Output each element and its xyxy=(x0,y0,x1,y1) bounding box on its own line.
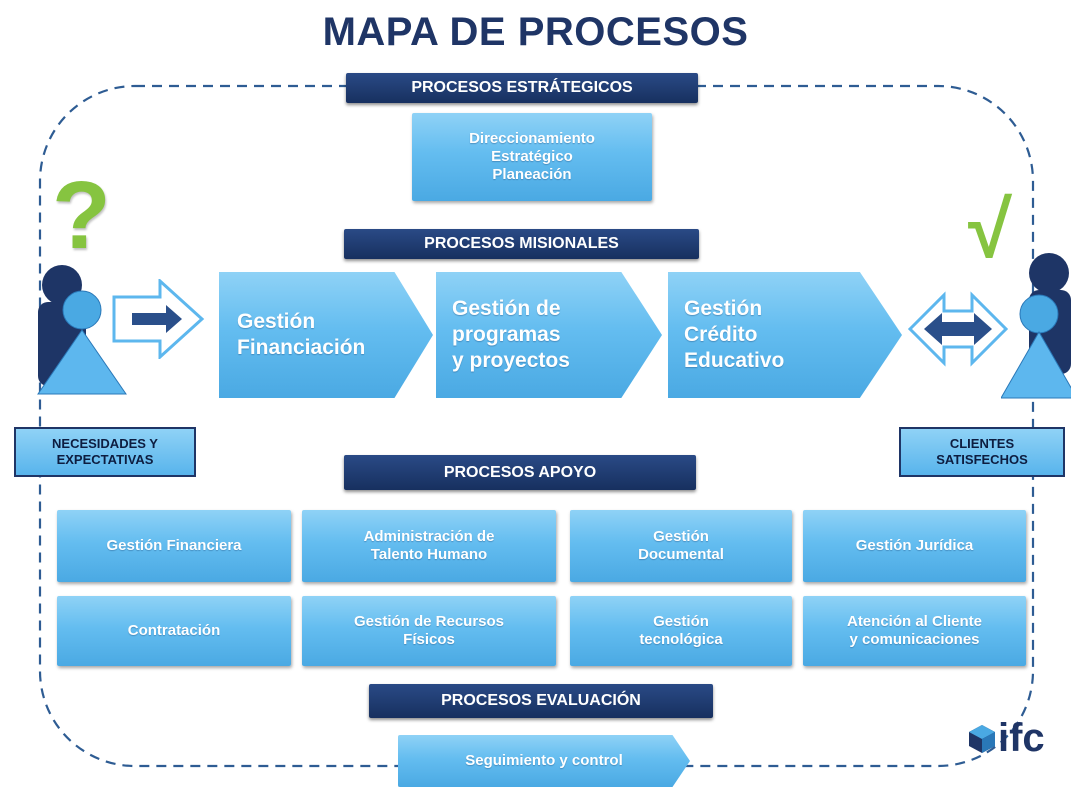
header-apoyo-label: PROCESOS APOYO xyxy=(443,463,597,481)
mision-credito-line3: Educativo xyxy=(684,349,785,373)
label-necesidades-line1: NECESIDADES Y xyxy=(52,435,158,451)
apoyo-talento-line1: Administración de xyxy=(363,528,495,546)
ifc-logo: ifc xyxy=(968,716,1045,761)
apoyo-financiera-line1: Gestión Financiera xyxy=(106,537,242,555)
header-misionales-label: PROCESOS MISIONALES xyxy=(424,235,619,252)
person-right-icon xyxy=(1001,253,1071,399)
person-left-icon xyxy=(37,265,127,395)
mision-gestion-programas: Gestión de programas y proyectos xyxy=(436,272,662,398)
header-estrategicos-label: PROCESOS ESTRÁTEGICOS xyxy=(411,79,633,96)
mision-credito-line2: Crédito xyxy=(684,322,758,346)
apoyo-recursos-line1: Gestión de Recursos xyxy=(353,613,505,631)
label-clientes-line1: CLIENTES xyxy=(949,435,1015,451)
box-direccionamiento-line3: Planeación xyxy=(492,165,572,183)
evaluacion-seguimiento-line1: Seguimiento y control xyxy=(465,752,623,770)
ifc-logo-text: ifc xyxy=(998,716,1045,760)
header-evaluacion: PROCESOS EVALUACIÓN xyxy=(369,684,713,718)
box-direccionamiento: Direccionamiento Estratégico Planeación xyxy=(412,113,652,201)
label-necesidades-line2: EXPECTATIVAS xyxy=(56,452,154,467)
mision-programas-line3: y proyectos xyxy=(452,349,570,373)
apoyo-documental-line2: Documental xyxy=(638,546,724,563)
apoyo-tecnologica-line1: Gestión xyxy=(653,613,709,631)
apoyo-documental-line1: Gestión xyxy=(653,528,709,546)
apoyo-atencion-line1: Atención al Cliente xyxy=(846,613,983,631)
box-direccionamiento-line2: Estratégico xyxy=(491,148,573,166)
evaluacion-seguimiento: Seguimiento y control xyxy=(398,735,690,787)
mision-gestion-financiacion: Gestión Financiación xyxy=(219,272,433,398)
bidirectional-arrow-icon xyxy=(908,291,1008,367)
mision-gestion-credito: Gestión Crédito Educativo xyxy=(668,272,902,398)
apoyo-recursos-line2: Físicos xyxy=(403,631,455,648)
apoyo-contratacion-line1: Contratación xyxy=(127,622,221,640)
apoyo-juridica-line1: Gestión Jurídica xyxy=(855,537,974,555)
apoyo-atencion-cliente: Atención al Cliente y comunicaciones xyxy=(803,596,1026,666)
apoyo-gestion-tecnologica: Gestión tecnológica xyxy=(570,596,792,666)
label-necesidades: NECESIDADES Y EXPECTATIVAS xyxy=(14,427,196,477)
apoyo-recursos-fisicos: Gestión de Recursos Físicos xyxy=(302,596,556,666)
mision-programas-line2: programas xyxy=(452,322,561,346)
input-arrow-icon xyxy=(112,279,205,359)
header-misionales: PROCESOS MISIONALES xyxy=(344,229,699,259)
apoyo-gestion-financiera: Gestión Financiera xyxy=(57,510,291,582)
question-mark-icon: ? xyxy=(52,162,111,269)
apoyo-contratacion: Contratación xyxy=(57,596,291,666)
header-evaluacion-label: PROCESOS EVALUACIÓN xyxy=(441,692,641,709)
mision-financiacion-line2: Financiación xyxy=(237,336,366,359)
apoyo-talento-line2: Talento Humano xyxy=(370,546,488,563)
apoyo-tecnologica-line2: tecnológica xyxy=(639,631,723,648)
apoyo-gestion-documental: Gestión Documental xyxy=(570,510,792,582)
apoyo-gestion-juridica: Gestión Jurídica xyxy=(803,510,1026,582)
apoyo-atencion-line2: y comunicaciones xyxy=(849,631,980,648)
check-mark-icon: √ xyxy=(968,185,1012,274)
mision-programas-line1: Gestión de xyxy=(452,296,561,320)
label-clientes: CLIENTES SATISFECHOS xyxy=(899,427,1065,477)
box-direccionamiento-line1: Direccionamiento xyxy=(469,130,595,148)
ifc-logo-mark-icon xyxy=(969,724,995,753)
label-clientes-line2: SATISFECHOS xyxy=(936,452,1028,467)
header-estrategicos: PROCESOS ESTRÁTEGICOS xyxy=(346,73,698,103)
header-apoyo: PROCESOS APOYO xyxy=(344,455,696,490)
apoyo-talento-humano: Administración de Talento Humano xyxy=(302,510,556,582)
mision-financiacion-line1: Gestión xyxy=(237,309,316,333)
page-title: MAPA DE PROCESOS xyxy=(322,10,749,54)
mision-credito-line1: Gestión xyxy=(684,296,763,320)
